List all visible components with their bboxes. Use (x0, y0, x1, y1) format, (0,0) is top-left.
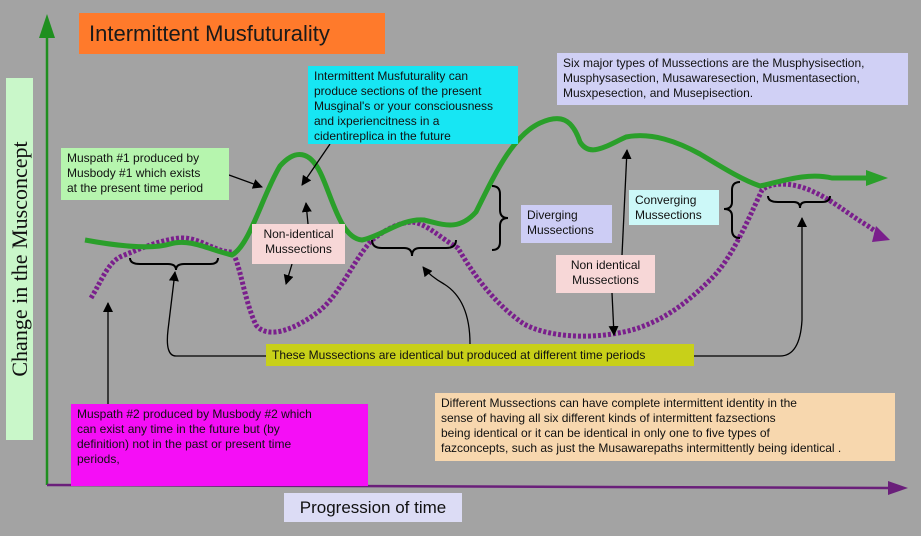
six-types-note-line: Musxpesection, and Musepisection. (563, 86, 754, 100)
different-mussections-note: Different Mussections can have complete … (435, 393, 895, 461)
musfuturality-note-line: and ixperiencitness in a (314, 114, 440, 128)
non-identical-label-2-line: Mussections (572, 273, 639, 287)
non-identical-label-1: Non-identical Mussections (252, 224, 345, 264)
converging-label-line: Mussections (635, 208, 702, 222)
arrow-nonid2-up (621, 149, 632, 256)
arrow-nonid1-down (283, 263, 294, 285)
musfuturality-note: Intermittent Musfuturality can produce s… (308, 66, 518, 144)
different-mussections-note-line: being identical or it can be identical i… (441, 426, 770, 440)
musfuturality-note-line: produce sections of the present (314, 84, 482, 98)
y-axis-arrowhead (39, 14, 55, 38)
arrow-nonid2-down (608, 292, 619, 336)
y-axis-label: Change in the Musconcept (6, 141, 32, 377)
muspath-1-arrowhead (866, 170, 888, 186)
identical-connector-3 (694, 217, 807, 357)
six-types-note-line: Six major types of Mussections are the M… (563, 56, 865, 70)
brace-diverging (491, 185, 509, 251)
page-title: Intermittent Musfuturality (79, 13, 385, 54)
non-identical-label-2-line: Non identical (570, 258, 641, 272)
arrow-nonid1-up (301, 202, 312, 225)
y-axis-label-box: Change in the Musconcept (6, 78, 33, 440)
arrow-muspath1 (228, 174, 263, 189)
muspath-2-arrowhead (872, 226, 890, 242)
different-mussections-note-line: Different Mussections can have complete … (441, 396, 797, 410)
identical-note: These Mussections are identical but prod… (266, 344, 694, 366)
brace-converging (723, 181, 741, 239)
diverging-label: Diverging Mussections (521, 205, 612, 243)
muspath-1-note-line: Musbody #1 which exists (67, 166, 201, 180)
muspath-2-note-line: definition) not in the past or present t… (77, 437, 292, 451)
musfuturality-note-line: Musginal's or your consciousness (314, 99, 494, 113)
muspath-1-curve (84, 116, 872, 258)
muspath-1-note: Muspath #1 produced by Musbody #1 which … (61, 148, 229, 200)
six-types-note-line: Musphysasection, Musawaresection, Musmen… (563, 71, 860, 85)
muspath-2-note-line: Muspath #2 produced by Musbody #2 which (77, 407, 312, 421)
identical-connector (166, 271, 266, 357)
x-axis-arrowhead (888, 481, 908, 495)
identical-connector-2 (422, 266, 471, 345)
non-identical-label-1-line: Non-identical (263, 227, 334, 241)
brace-identical-1 (129, 257, 219, 271)
diverging-label-line: Diverging (527, 208, 578, 222)
six-types-note: Six major types of Mussections are the M… (557, 53, 908, 105)
arrow-musfuturality (301, 143, 331, 186)
musfuturality-note-line: Intermittent Musfuturality can (314, 69, 469, 83)
different-mussections-note-line: sense of having all six different kinds … (441, 411, 776, 425)
brace-identical-3 (767, 195, 831, 209)
converging-label-line: Converging (635, 193, 697, 207)
muspath-2-note-line: can exist any time in the future but (by (77, 422, 280, 436)
brace-identical-2 (371, 239, 457, 257)
diverging-label-line: Mussections (527, 223, 594, 237)
non-identical-label-2: Non identical Mussections (556, 255, 655, 293)
musfuturality-note-line: cidentireplica in the future (314, 129, 451, 143)
muspath-1-note-line: at the present time period (67, 181, 204, 195)
muspath-1-note-line: Muspath #1 produced by (67, 151, 200, 165)
muspath-2-note-line: periods, (77, 452, 120, 466)
different-mussections-note-line: fazconcepts, such as just the Musawarepa… (441, 441, 842, 455)
muspath-2-curve (88, 181, 884, 339)
converging-label: Converging Mussections (629, 190, 719, 225)
x-axis-label: Progression of time (284, 493, 462, 522)
non-identical-label-1-line: Mussections (265, 242, 332, 256)
muspath-2-note: Muspath #2 produced by Musbody #2 which … (71, 404, 368, 486)
